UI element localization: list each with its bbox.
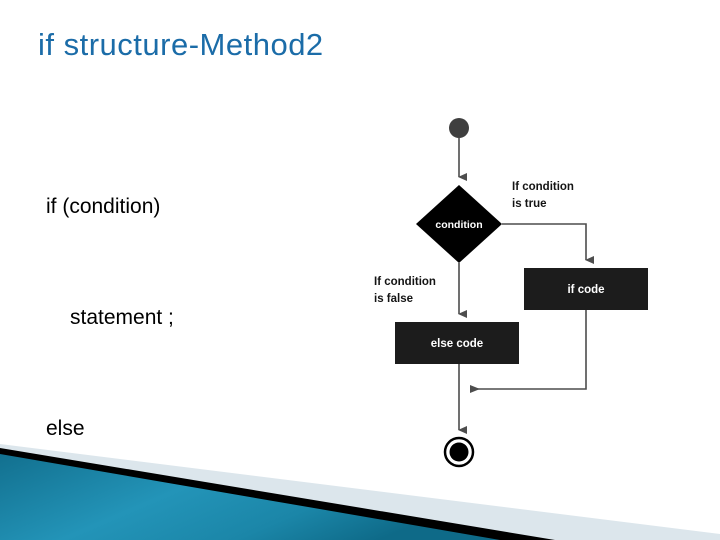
if-code-label: if code — [567, 284, 604, 296]
false-branch-label-line2: is false — [374, 293, 413, 305]
code-line-1: if (condition) — [46, 195, 161, 218]
code-line-2: statement ; — [70, 306, 174, 329]
else-code-label: else code — [431, 338, 483, 350]
if-code-node — [524, 268, 648, 310]
decision-diamond — [416, 185, 502, 263]
connector-if-code-to-merge — [470, 310, 587, 393]
true-branch-label-line1: If condition — [512, 181, 574, 193]
end-node-core-icon — [449, 442, 469, 462]
decision-label: condition — [435, 219, 482, 231]
code-line-4: statement ; — [70, 528, 174, 540]
connector-decision-to-if-code — [502, 223, 594, 264]
code-block: if (condition) statement ; else statemen… — [46, 114, 174, 540]
page-title: if structure-Method2 — [38, 27, 324, 62]
code-line-3: else — [46, 417, 85, 440]
false-branch-label-line1: If condition — [374, 276, 436, 288]
else-code-node — [395, 322, 519, 364]
start-node-icon — [449, 118, 469, 138]
flowchart-diagram: condition If condition is true if code I… — [360, 105, 700, 480]
true-branch-label-line2: is true — [512, 198, 547, 210]
